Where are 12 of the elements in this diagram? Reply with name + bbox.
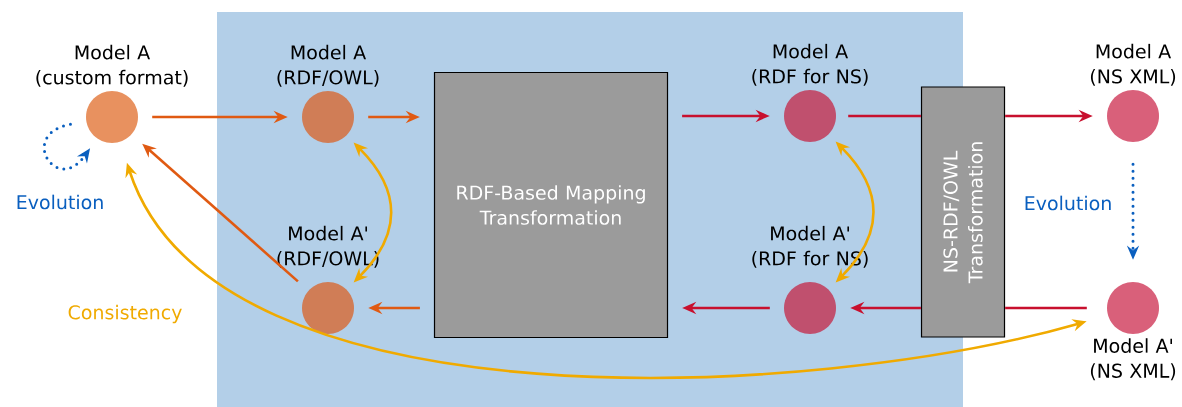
- node-label: Model A (NS XML): [1090, 43, 1176, 86]
- connector-line: [1005, 306, 1087, 310]
- connector-line: [848, 114, 921, 118]
- node-label: Model A (RDF for NS): [752, 43, 868, 86]
- node-label: Model A' (NS XML): [1090, 338, 1176, 381]
- edge-label: Evolution: [17, 194, 103, 210]
- edge-label: Evolution: [1025, 195, 1111, 211]
- transformation-box: NS-RDF/OWL Transformation: [920, 86, 1006, 338]
- node-label: Model A (RDF/OWL): [277, 44, 379, 87]
- transformation-box: RDF-Based Mapping Transformation: [433, 71, 669, 339]
- node-label: Model A (custom format): [36, 44, 188, 87]
- edge-label: Consistency: [68, 304, 182, 324]
